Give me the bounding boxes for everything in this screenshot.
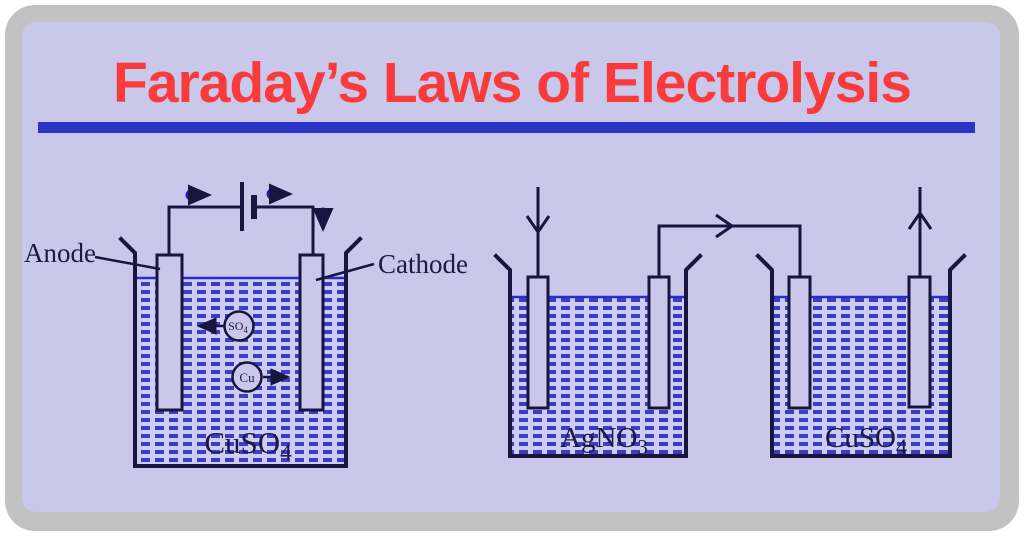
cathode-label: Cathode bbox=[378, 249, 468, 279]
cell3-beaker bbox=[755, 253, 967, 458]
cell1-wire-right bbox=[256, 205, 315, 255]
cell1-solution-label: CuSO4 bbox=[204, 425, 292, 465]
anode-label: Anode bbox=[24, 238, 96, 268]
cell3-right-electrode bbox=[907, 275, 932, 409]
current-chevron-down-icon bbox=[525, 215, 551, 235]
electron-dot-icon bbox=[317, 207, 329, 219]
cell-cuso4-main: SO4 Cu CuSO4 Anode Cathode bbox=[24, 182, 468, 468]
cell2-right-electrode bbox=[647, 275, 671, 410]
anode-pointer-line bbox=[94, 255, 161, 271]
current-chevron-right-icon bbox=[715, 213, 735, 239]
cell3-solution-label: CuSO4 bbox=[825, 422, 907, 459]
cation-label: Cu bbox=[239, 370, 255, 385]
cell1-wire-left bbox=[167, 205, 240, 255]
cell-agno3: AgNO3 bbox=[493, 187, 802, 459]
cell2-left-electrode bbox=[526, 275, 550, 410]
cell2-solution-label: AgNO3 bbox=[560, 422, 648, 459]
current-chevron-up-icon bbox=[907, 210, 933, 230]
cell1-beaker bbox=[118, 236, 363, 468]
cell3-left-electrode bbox=[787, 275, 812, 410]
cell2-beaker bbox=[493, 253, 703, 458]
electron-dot-icon bbox=[266, 188, 278, 200]
electron-dot-icon bbox=[185, 189, 197, 201]
anion-circle-icon bbox=[223, 310, 255, 342]
cell1-cathode-electrode bbox=[298, 253, 325, 412]
series-connection-wire bbox=[657, 224, 802, 277]
cell-cuso4-series: CuSO4 bbox=[755, 187, 967, 459]
page-title: Faraday’s Laws of Electrolysis bbox=[113, 51, 912, 115]
cathode-pointer-line bbox=[315, 262, 375, 282]
title-underline bbox=[38, 122, 975, 133]
anion-label: SO4 bbox=[228, 319, 248, 335]
cation-circle-icon bbox=[231, 361, 263, 393]
cell1-anode-electrode bbox=[155, 253, 184, 412]
